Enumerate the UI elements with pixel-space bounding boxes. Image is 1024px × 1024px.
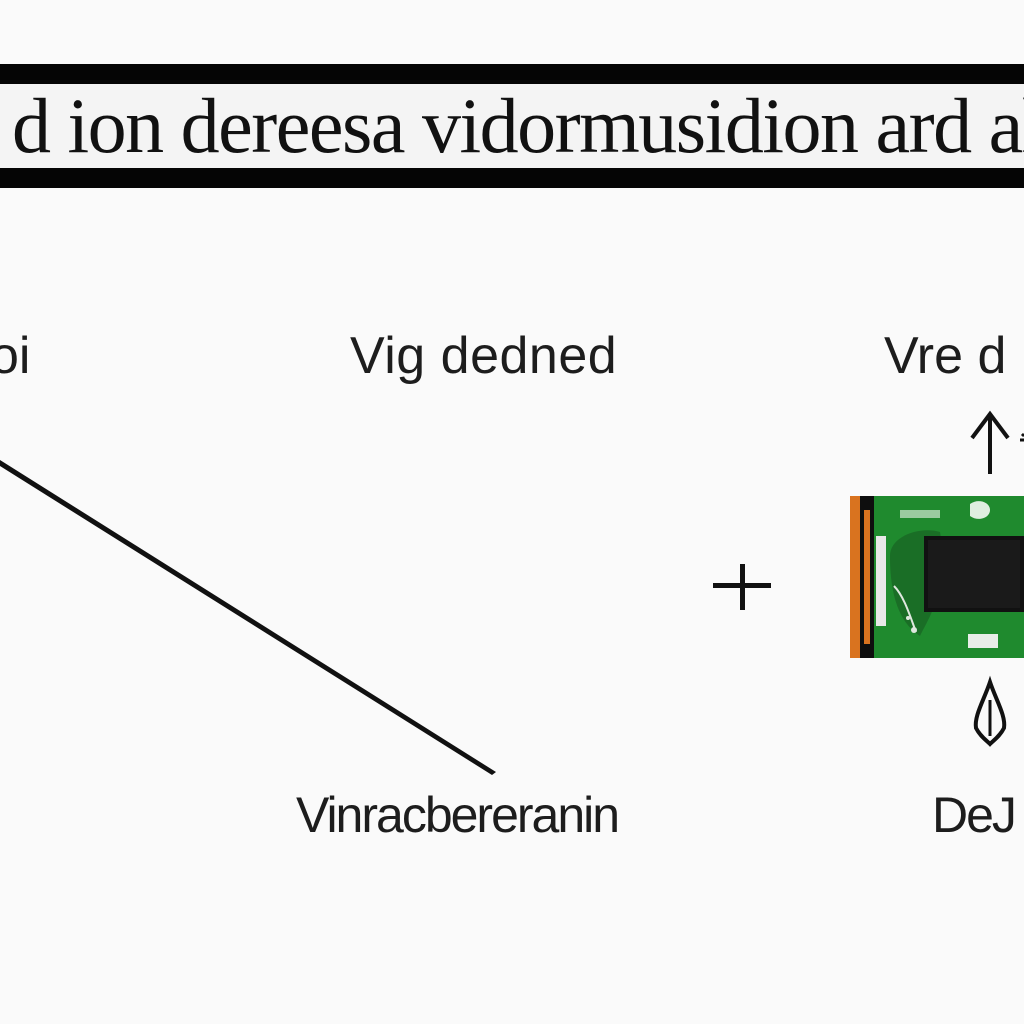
diagonal-connector-line [0,460,496,775]
label-bottom-right: DeJ [932,787,1017,843]
small-arrow-fragment [1020,432,1024,442]
up-arrow-icon [970,410,1010,474]
circuit-board-icon [850,496,1024,658]
label-left: oi [0,327,31,385]
label-bottom: Vinracbereranin [296,787,620,843]
plus-icon [713,564,771,610]
diagram-title: d ion dereesa vidormusidion ard alin [12,82,1024,169]
title-bar: d ion dereesa vidormusidion ard alin [0,64,1024,188]
down-arrow-icon [973,675,1007,747]
label-right: Vre d [884,327,1007,385]
title-banner: d ion dereesa vidormusidion ard alin [0,84,1024,168]
label-middle: Vig dedned [350,327,618,385]
